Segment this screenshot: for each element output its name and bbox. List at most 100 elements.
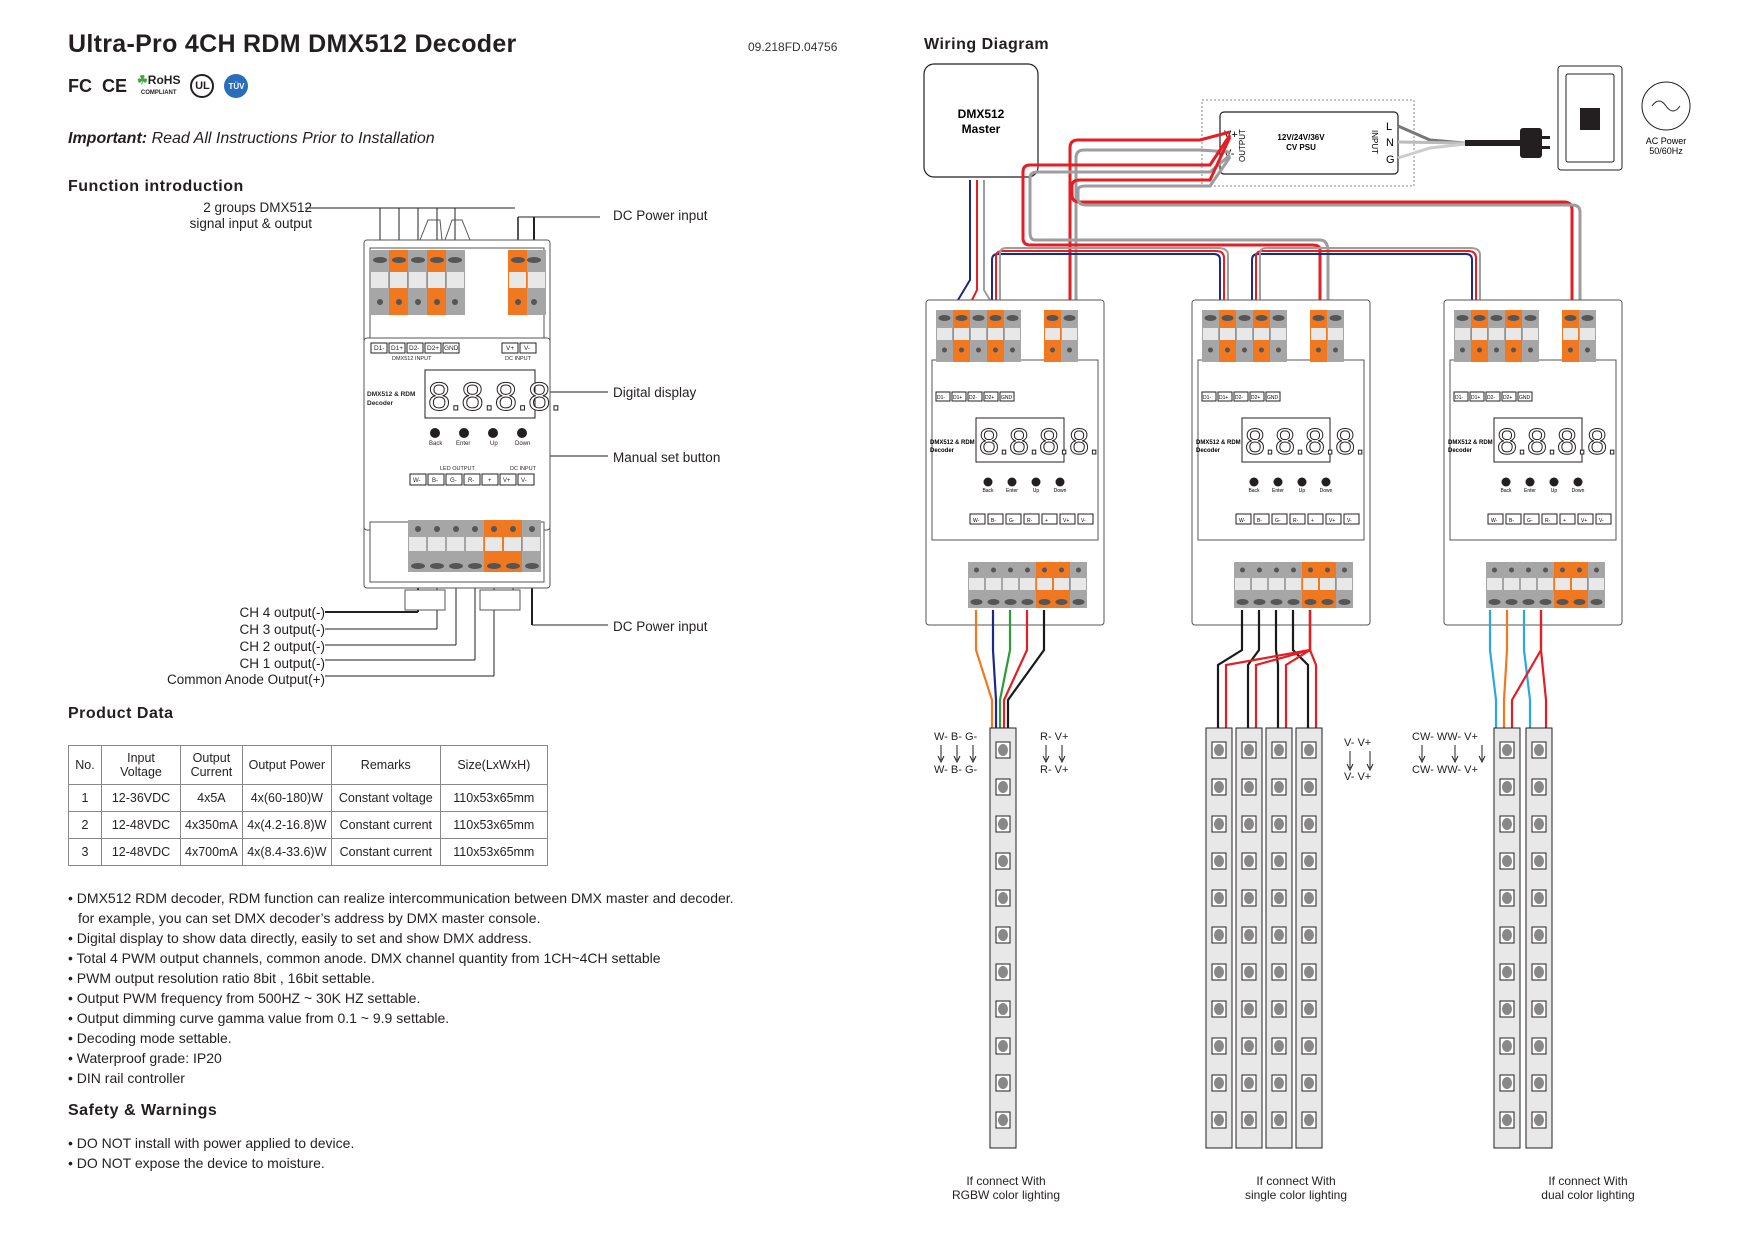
up-button[interactable] — [488, 428, 498, 438]
function-intro-diagram: D1- D1+ D2- D2+ GND V+ V- DMX512 INPUT D… — [305, 207, 608, 677]
device-name: Decoder — [1448, 448, 1473, 454]
wiring-diagram: DMX512 Master V+ V- OUTPUT 12V/24V/36V C… — [923, 63, 1691, 1149]
display-digits: 8.8.8.8. — [979, 421, 1099, 462]
strip1-label-top-left: W- B- G- — [934, 731, 978, 743]
callout-dc-power-bottom: DC Power input — [613, 619, 708, 634]
enter-button[interactable] — [1007, 477, 1017, 487]
led-output-label: LED OUTPUT — [440, 466, 475, 472]
up-button[interactable] — [1549, 477, 1559, 487]
product-data-table: No. Input Voltage Output Current Output … — [68, 745, 548, 866]
col-output-current: Output Current — [180, 745, 243, 785]
function-intro-heading: Function introduction — [68, 178, 244, 195]
callout-dmx-signal: 2 groups DMX512 signal input & output — [150, 200, 312, 232]
col-output-power: Output Power — [241, 745, 332, 785]
digital-display — [1241, 417, 1331, 463]
cell: 12-36VDC — [101, 784, 181, 812]
back-button[interactable] — [983, 477, 993, 487]
terminal-label: V+ — [1063, 518, 1069, 524]
fcc-icon: FC — [68, 75, 92, 96]
terminal-label-d1-minus: D1- — [374, 345, 384, 352]
dmx-input-label: DMX512 INPUT — [392, 356, 432, 362]
cell: 2 — [68, 811, 102, 839]
device-name: DMX512 & RDM — [930, 440, 975, 446]
terminal-label: + — [1045, 518, 1048, 524]
enter-button[interactable] — [459, 428, 469, 438]
down-label: Down — [515, 441, 530, 447]
terminal-label-vplus: V+ — [506, 345, 514, 352]
rohs-icon: ☘RoHS COMPLIANT — [137, 72, 181, 96]
terminal-label: R- — [1293, 518, 1299, 524]
psu-n: N — [1386, 137, 1394, 149]
feature-item: PWM output resolution ratio 8bit , 16bit… — [68, 968, 734, 988]
feature-item: Output dimming curve gamma value from 0.… — [68, 1008, 734, 1028]
caption-rgbw-line2: RGBW color lighting — [951, 1188, 1061, 1202]
terminal-label: + — [1563, 518, 1566, 524]
feature-list: DMX512 RDM decoder, RDM function can rea… — [68, 888, 734, 1088]
down-button[interactable] — [1321, 477, 1331, 487]
caption-single-line2: single color lighting — [1244, 1188, 1348, 1202]
enter-label: Enter — [456, 441, 470, 447]
terminal-label: D2- — [1235, 395, 1243, 401]
back-button[interactable] — [430, 428, 440, 438]
terminal-label: V- — [1599, 518, 1604, 524]
down-button[interactable] — [517, 428, 527, 438]
button-label: Enter — [1006, 488, 1018, 494]
dc-input-label-bottom: DC INPUT — [510, 466, 537, 472]
feature-item: DMX512 RDM decoder, RDM function can rea… — [68, 888, 734, 928]
display-digits: 8.8.8.8. — [1497, 421, 1617, 462]
caption-rgbw: If connect With RGBW color lighting — [926, 1174, 1086, 1202]
table-row: 3 12-48VDC 4x700mA 4x(8.4-33.6)W Constan… — [68, 838, 548, 866]
cell: 12-48VDC — [101, 811, 181, 839]
led-strip-group — [989, 727, 1553, 1149]
feature-text: DIN rail controller — [76, 1070, 185, 1086]
caption-dual-line1: If connect With — [1548, 1174, 1628, 1188]
psu-line1: 12V/24V/36V — [1277, 133, 1325, 142]
terminal-label: W- — [1491, 518, 1498, 524]
ac-power-line1: AC Power — [1646, 136, 1687, 146]
terminal-label-d2-minus: D2- — [409, 345, 419, 352]
down-button[interactable] — [1055, 477, 1065, 487]
terminal-label: V+ — [1581, 518, 1587, 524]
cell: 4x5A — [180, 784, 243, 812]
safety-list: DO NOT install with power applied to dev… — [68, 1133, 355, 1173]
up-button[interactable] — [1031, 477, 1041, 487]
ac-power-line2: 50/60Hz — [1649, 146, 1683, 156]
terminal-label: V- — [1347, 518, 1352, 524]
cell: 110x53x65mm — [439, 784, 548, 812]
ce-icon: CE — [102, 75, 128, 96]
button-label: Down — [1320, 488, 1333, 494]
important-notice: Important: Read All Instructions Prior t… — [68, 130, 435, 148]
button-label: Down — [1572, 488, 1585, 494]
button-label: Down — [1054, 488, 1067, 494]
feature-text: Digital display to show data directly, e… — [76, 930, 532, 946]
psu-line2: CV PSU — [1286, 143, 1316, 152]
terminal-label: V- — [1081, 518, 1086, 524]
button-label: Back — [982, 488, 994, 494]
out-label-plus: + — [488, 478, 492, 484]
terminal-label: D1- — [1203, 395, 1211, 401]
up-button[interactable] — [1297, 477, 1307, 487]
back-button[interactable] — [1249, 477, 1259, 487]
strip2-label-bottom: V- V+ — [1344, 771, 1371, 783]
terminal-label: D1+ — [1471, 395, 1480, 401]
terminal-label-d2-plus: D2+ — [427, 345, 439, 352]
terminal-label: GND — [1519, 395, 1531, 401]
digital-display — [1493, 417, 1583, 463]
terminal-label: D2+ — [1503, 395, 1512, 401]
device-name: Decoder — [930, 448, 955, 454]
caption-dual-line2: dual color lighting — [1541, 1188, 1635, 1202]
back-button[interactable] — [1501, 477, 1511, 487]
cell: 3 — [68, 838, 102, 866]
down-button[interactable] — [1573, 477, 1583, 487]
cell: 110x53x65mm — [439, 811, 548, 839]
terminal-label-d1-plus: D1+ — [391, 345, 403, 352]
col-size: Size(LxWxH) — [439, 745, 548, 785]
enter-button[interactable] — [1273, 477, 1283, 487]
safety-item: DO NOT expose the device to moisture. — [68, 1153, 354, 1173]
terminal-label: D1+ — [953, 395, 962, 401]
enter-button[interactable] — [1525, 477, 1535, 487]
dmx-master-box — [923, 63, 1039, 178]
led-strip — [1525, 727, 1553, 1149]
cell: 1 — [68, 784, 102, 812]
